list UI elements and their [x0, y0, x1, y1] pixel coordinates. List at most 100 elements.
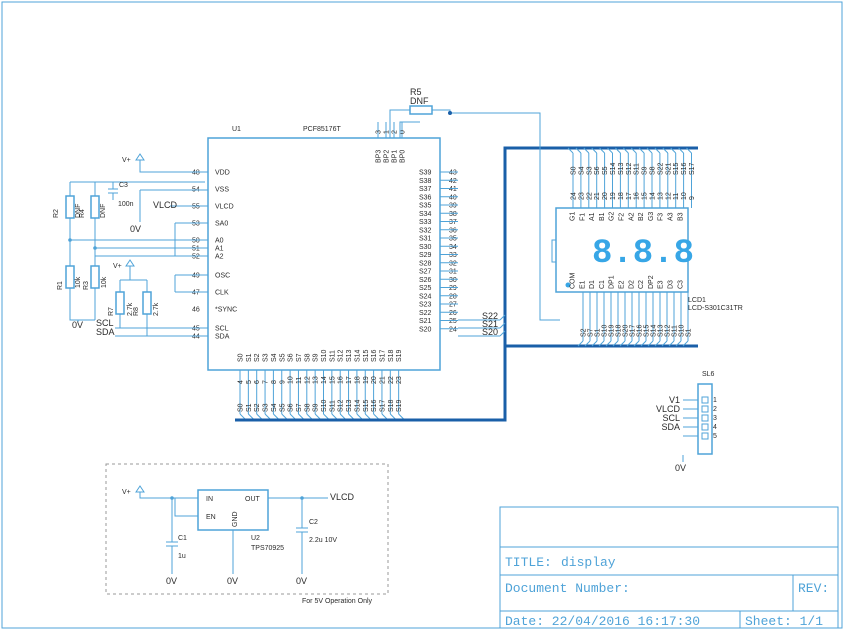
bus-entry: [584, 340, 591, 347]
net-label: S13: [658, 324, 665, 337]
u1-pin-name: S2: [254, 353, 261, 362]
lcd-pin-name: E1: [579, 280, 586, 289]
u1-pin-number: 2: [392, 130, 399, 134]
u1-pin-name: S34: [419, 211, 432, 218]
u1-body: [207, 137, 441, 371]
u1-pin-number: 46: [192, 307, 200, 314]
r5-resistor[interactable]: [409, 105, 433, 115]
bus-entry: [298, 413, 304, 420]
net-label: S0: [238, 403, 245, 412]
bus-entry: [364, 413, 371, 420]
net-label: S4: [578, 166, 585, 175]
rev-label: REV:: [798, 581, 829, 596]
connector-pin-number: 4: [713, 424, 717, 431]
lcd-pin-name: D2: [628, 280, 635, 289]
r8-resistor[interactable]: [142, 291, 152, 315]
title-label: TITLE:: [505, 555, 552, 570]
r7-resistor[interactable]: [115, 291, 125, 315]
u2-pin-en: EN: [206, 514, 216, 521]
u1-pin-name: SDA: [215, 334, 230, 341]
net-label: S2: [254, 403, 261, 412]
segment-bus-top: [235, 146, 698, 422]
lcd-pin-number: 22: [586, 192, 593, 200]
lcd-pin-name: E3: [658, 280, 665, 289]
u1-pin-name: S28: [419, 260, 432, 267]
bus-entry: [599, 147, 605, 154]
lcd-display[interactable]: 8.8.8 LCD1 LCD-S301C31TR S024S423S322S62…: [551, 147, 743, 347]
u1-pin-number: 38: [449, 211, 457, 218]
u1-pin-name: S17: [379, 349, 386, 362]
lcd-pin-number: 10: [681, 192, 688, 200]
connector-pin: [701, 423, 709, 431]
reg-vlcd-label: VLCD: [330, 492, 355, 502]
net-label: S3: [586, 166, 593, 175]
u1-pin-name: S39: [419, 170, 432, 177]
lcd-pin-number: 16: [634, 192, 641, 200]
r1-resistor[interactable]: [65, 265, 75, 289]
net-label: S8: [304, 403, 311, 412]
u1-pin-name: S26: [419, 277, 432, 284]
u1-pin-name: S35: [419, 203, 432, 210]
u1-pin-number: 9: [279, 380, 286, 384]
u1-pin-number: 0: [400, 130, 407, 134]
u1-pin-number: 23: [396, 376, 403, 384]
lcd-pin-name: A3: [668, 212, 675, 221]
bp-wire: [399, 121, 420, 138]
u1-pin-name: S27: [419, 269, 432, 276]
bus-entry: [598, 340, 605, 347]
lcd-pin-name: F3: [658, 213, 665, 221]
u1-pin-number: 41: [449, 186, 457, 193]
connector-pin-number: 1: [713, 397, 717, 404]
net-label: S14: [651, 324, 658, 337]
u1-pin-number: 28: [449, 293, 457, 300]
net-label: S1: [246, 403, 253, 412]
u1-pin-name: SCL: [215, 326, 229, 333]
u1-pin-name: A0: [215, 238, 224, 245]
title-block: TITLE: display Document Number: REV: Dat…: [499, 506, 839, 629]
bus-entry: [654, 340, 661, 347]
u2-zero: 0V: [227, 576, 238, 586]
u2-regulator[interactable]: [197, 489, 269, 531]
bus-entry: [646, 147, 653, 154]
net-label: S10: [602, 324, 609, 337]
lcd-pin-name: A1: [589, 212, 596, 221]
u1-pin-number: 26: [449, 310, 457, 317]
junction-dot: [448, 111, 452, 115]
net-label: S1: [595, 328, 602, 337]
u1-pin-number: 32: [449, 260, 457, 267]
u1-pin-number: 53: [192, 221, 200, 228]
u1-pin-number: 7: [263, 380, 270, 384]
lcd-pin-number: 23: [578, 192, 585, 200]
title-value: display: [561, 555, 616, 570]
net-label: S0: [571, 166, 578, 175]
u1-pin-number: 8: [271, 380, 278, 384]
net-label: S11: [329, 400, 336, 412]
bus-entry: [638, 147, 645, 154]
u1-pin-number: 14: [321, 376, 328, 384]
bus-entry: [356, 413, 363, 420]
net-label: S14: [610, 162, 617, 175]
lcd-pin-number: 11: [673, 193, 680, 200]
bus-entry: [306, 413, 313, 420]
connector-pin: [701, 414, 709, 422]
u1-pin-name: *SYNC: [215, 307, 237, 314]
lcd-pin-name: C2: [638, 280, 645, 289]
net-label: S12: [665, 324, 672, 337]
r4-resistor[interactable]: [90, 195, 100, 219]
u1-pin-name: S29: [419, 252, 432, 259]
r3-resistor[interactable]: [90, 265, 100, 289]
lcd-pin-number: 17: [626, 192, 633, 200]
bus-entry: [630, 147, 637, 154]
u1-pin-number: 3: [376, 130, 383, 134]
doc-number-label: Document Number:: [505, 581, 630, 596]
r2-resistor[interactable]: [65, 195, 75, 219]
net-label: S5: [602, 166, 609, 175]
bus-entry: [567, 147, 574, 154]
u1-pin-name: S21: [419, 318, 432, 325]
u1-pin-number: 11: [296, 377, 303, 384]
bus-entry: [583, 147, 590, 154]
